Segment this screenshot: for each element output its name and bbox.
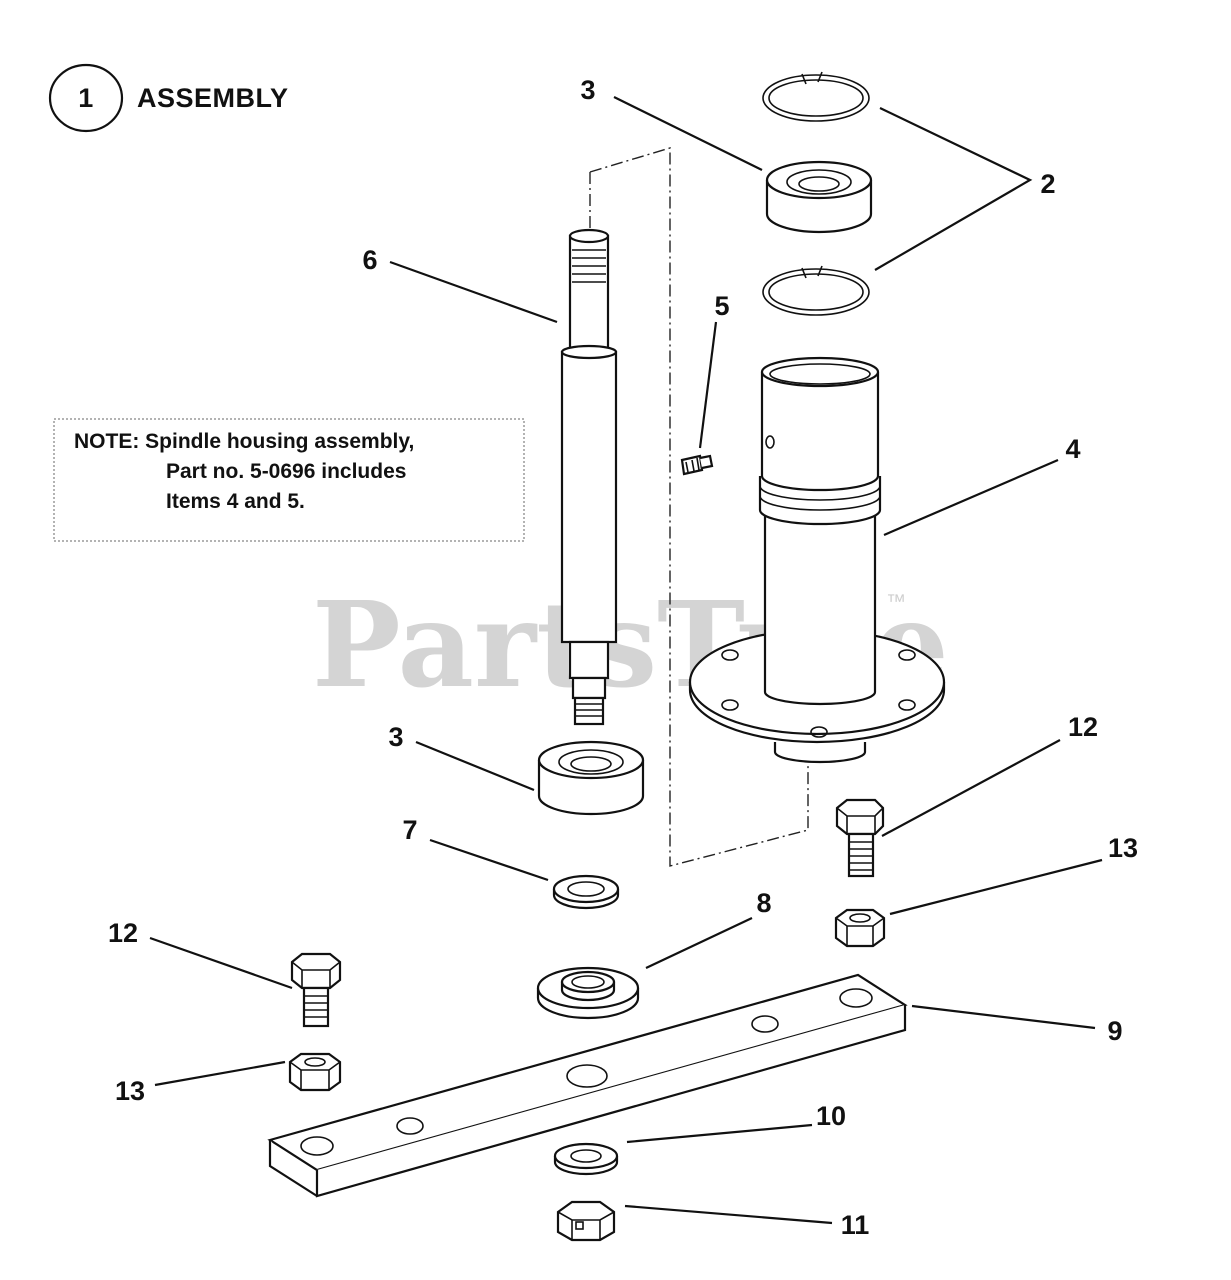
alignment-centerline bbox=[589, 147, 809, 867]
leader-10 bbox=[626, 1123, 813, 1144]
assembly-header: 1 ASSEMBLY bbox=[48, 63, 289, 133]
leader-9 bbox=[911, 1004, 1096, 1030]
callout-4: 4 bbox=[1065, 434, 1080, 464]
assembly-number-circle bbox=[48, 63, 124, 133]
leader-2 bbox=[874, 107, 1033, 271]
hex-bolt-right bbox=[835, 798, 885, 878]
callout-7: 7 bbox=[402, 815, 417, 845]
leader-6 bbox=[389, 260, 558, 324]
callout-8: 8 bbox=[756, 888, 771, 918]
leader-lines bbox=[149, 96, 1103, 1225]
callout-12-right: 12 bbox=[1068, 712, 1098, 742]
blade-bar bbox=[267, 973, 908, 1198]
hex-nut-right bbox=[834, 908, 886, 948]
bearing-upper bbox=[765, 160, 873, 234]
callout-2: 2 bbox=[1040, 169, 1055, 199]
callout-13-left: 13 bbox=[115, 1076, 145, 1106]
spindle-housing bbox=[688, 356, 946, 764]
note-line-2: Part no. 5-0696 includes bbox=[166, 460, 406, 483]
callout-5: 5 bbox=[714, 291, 729, 321]
callout-numbers: 2 3 3 4 5 6 7 8 9 10 11 12 12 13 13 bbox=[108, 75, 1138, 1240]
callout-12-left: 12 bbox=[108, 918, 138, 948]
assembly-title: ASSEMBLY bbox=[137, 83, 289, 113]
callout-10: 10 bbox=[816, 1101, 846, 1131]
watermark-trademark: ™ bbox=[886, 591, 906, 613]
assembly-number: 1 bbox=[78, 83, 94, 113]
leader-4 bbox=[883, 458, 1059, 537]
callout-6: 6 bbox=[362, 245, 377, 275]
spacer-washer bbox=[552, 874, 620, 910]
callout-3-top: 3 bbox=[580, 75, 595, 105]
leader-8 bbox=[645, 917, 753, 969]
leader-12-left bbox=[149, 936, 293, 990]
leader-3-top bbox=[613, 96, 763, 171]
leader-3-bottom bbox=[415, 740, 535, 792]
leader-13-right bbox=[889, 858, 1103, 916]
leader-5 bbox=[698, 321, 718, 449]
blade-hub-spacer bbox=[536, 966, 640, 1020]
retaining-ring-upper bbox=[762, 71, 870, 122]
leader-13-left bbox=[154, 1060, 286, 1087]
note-line-1: NOTE: Spindle housing assembly, bbox=[74, 430, 414, 453]
note-line-3: Items 4 and 5. bbox=[166, 490, 305, 513]
bearing-lower bbox=[537, 740, 645, 816]
flat-washer bbox=[553, 1142, 619, 1176]
callout-9: 9 bbox=[1107, 1016, 1122, 1046]
callout-3-bottom: 3 bbox=[388, 722, 403, 752]
grease-fitting bbox=[680, 454, 714, 476]
retaining-ring-lower bbox=[762, 265, 870, 316]
callout-13-right: 13 bbox=[1108, 833, 1138, 863]
spindle-shaft bbox=[560, 228, 618, 726]
leader-7 bbox=[429, 838, 549, 882]
note-box: NOTE: Spindle housing assembly, Part no.… bbox=[53, 418, 525, 542]
leader-11 bbox=[624, 1204, 833, 1225]
callout-11: 11 bbox=[841, 1210, 870, 1240]
hex-nut-left bbox=[288, 1052, 342, 1092]
leader-12-right bbox=[881, 739, 1061, 837]
hex-bolt-left bbox=[290, 952, 342, 1028]
spindle-nut bbox=[556, 1200, 616, 1242]
